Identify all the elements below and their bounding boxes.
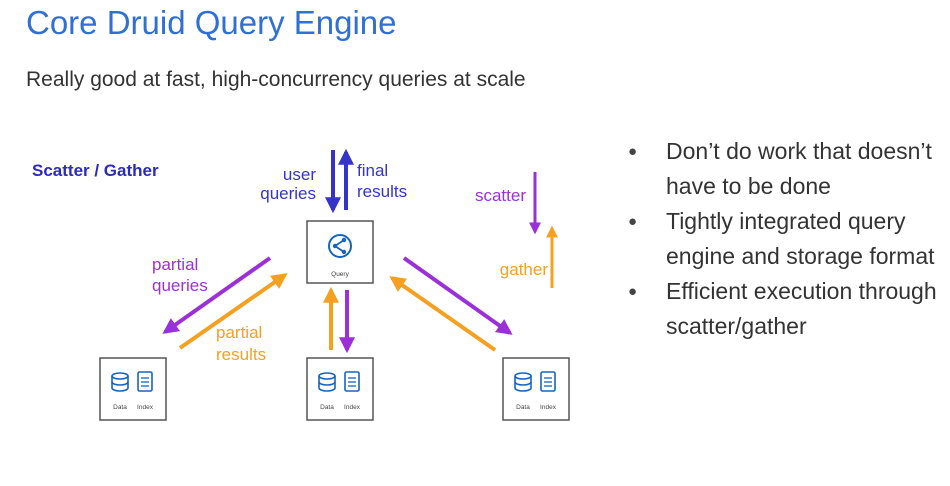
partial-results-label-2: results: [216, 345, 266, 364]
bullet-list: Don’t do work that doesn’t have to be do…: [628, 134, 946, 344]
bullet-item: Tightly integrated query engine and stor…: [628, 204, 946, 274]
node-index-label: Index: [344, 404, 361, 411]
node-data-label: Data: [516, 404, 530, 411]
user-queries-label-1: user: [283, 165, 316, 184]
node-data-label: Data: [113, 404, 127, 411]
partial-queries-label-1: partial: [152, 255, 198, 274]
data-node-left: Data Index: [99, 357, 167, 421]
partial-results-arrow-left: [178, 273, 288, 350]
node-index-label: Index: [540, 404, 557, 411]
document-icon: [137, 371, 153, 392]
data-node-right: Data Index: [502, 357, 570, 421]
broker-label: Query: [331, 271, 349, 278]
partial-queries-label-2: queries: [152, 276, 208, 295]
gather-legend-label: gather: [500, 260, 549, 279]
data-node-middle: Data Index: [306, 357, 374, 421]
database-icon: [318, 372, 336, 392]
document-icon: [344, 371, 360, 392]
node-index-label: Index: [137, 404, 154, 411]
scatter-legend-label: scatter: [475, 186, 526, 205]
query-broker-node: Query: [306, 220, 374, 284]
scatter-arrow-right: [402, 256, 513, 335]
node-data-label: Data: [320, 404, 334, 411]
partial-queries-arrow-left: [162, 256, 272, 334]
database-icon: [111, 372, 129, 392]
slide-title: Core Druid Query Engine: [26, 4, 397, 41]
diagram-heading: Scatter / Gather: [32, 161, 159, 180]
database-icon: [514, 372, 532, 392]
user-queries-label-2: queries: [260, 184, 316, 203]
bullet-item: Don’t do work that doesn’t have to be do…: [628, 134, 946, 204]
document-icon: [540, 371, 556, 392]
partial-results-label-1: partial: [216, 323, 262, 342]
final-results-label-2: results: [357, 182, 407, 201]
gather-arrow-right: [389, 276, 497, 352]
slide-subtitle: Really good at fast, high-concurrency qu…: [26, 68, 526, 91]
bullet-item: Efficient execution through scatter/gath…: [628, 274, 946, 344]
share-icon: [328, 234, 352, 258]
final-results-label-1: final: [357, 161, 388, 180]
